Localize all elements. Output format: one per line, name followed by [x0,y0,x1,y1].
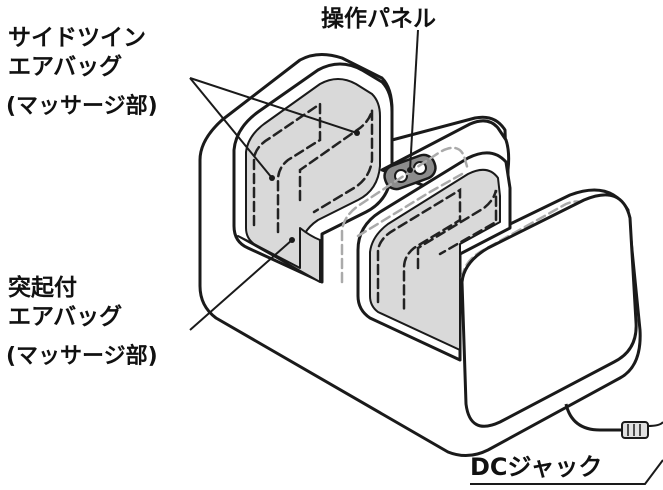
operation-panel-label: 操作パネル [321,6,436,32]
left-bump-airbag [237,227,321,283]
leader-lines [189,29,663,485]
side-airbag-label-line1: サイドツイン [8,25,146,51]
leader-side-to-left [189,77,273,179]
dc-cable [564,403,628,432]
right-airbag-dashes [376,187,498,314]
leader-panel [409,29,419,171]
dc-jack [564,403,663,439]
leader-dc [470,459,663,485]
leader-bump [189,239,293,331]
left-airbag-dashes [252,101,374,234]
bump-airbag-label-line2: エアバッグ [8,304,123,330]
side-airbag-label-line3: (マッサージ部) [6,94,158,119]
bump-airbag-label-line3: (マッサージ部) [6,344,158,369]
front-panel [460,193,638,428]
leader-side-to-right [189,77,358,134]
bump-airbag-label-line1: 突起付 [8,275,77,301]
dc-jack-label: DCジャック [470,453,603,481]
right-side-airbag [369,168,501,351]
side-airbag-label-line2: エアバッグ [8,54,123,80]
dc-plug [621,421,649,439]
